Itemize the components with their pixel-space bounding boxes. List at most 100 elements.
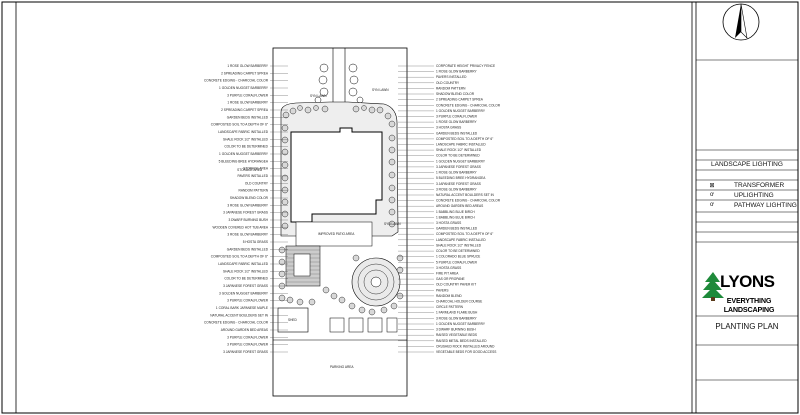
callout-label: STORAGE AREA — [243, 167, 269, 171]
callout-label: GARDEN BEDS INSTALLED — [227, 247, 269, 251]
callout-label: COMPOSTED SOIL TO A DEPTH OF 6" — [436, 137, 493, 141]
callout-label: COLOR TO BE DETERMINED — [436, 249, 480, 253]
callout-label: 1 GOLDEN NUGGET BARBERRY — [219, 86, 269, 90]
callout-label: COLOR TO BE DETERMINED — [224, 277, 268, 281]
callout-label: CONCRETE EDGING - CHARCOAL COLOR — [204, 79, 269, 83]
callout-label: 3 DWARF BURNING BUSH — [228, 218, 268, 222]
callout-label: SHADOW BLEND COLOR — [230, 196, 269, 200]
shed-label: SHED — [288, 318, 298, 322]
callout-label: 3 ROSE GLOW BARBERRY — [227, 203, 269, 207]
callout-label: COLOR TO BE DETERMINED — [224, 145, 268, 149]
callout-label: 1 GOLDEN NUGGET BARBERRY — [436, 322, 486, 326]
callout-label: 1 COLORADO BLUE SPRUCE — [436, 255, 480, 259]
callout-label: 3 HOSTA GRASS — [436, 221, 461, 225]
title-block-grid — [696, 59, 798, 381]
callout-label: COLOR TO BE DETERMINED — [436, 154, 480, 158]
callout-label: 1 ROSE GLOW BARBERRY — [436, 171, 478, 175]
callout-label: GARDEN BEDS INSTALLED — [436, 227, 478, 231]
callout-label: GAS OR PROPANE — [436, 277, 465, 281]
legend-row-pathway: ơ PATHWAY LIGHTING — [706, 200, 797, 210]
brand-tagline: EVERYTHING LANDSCAPING — [723, 296, 775, 314]
callout-label: LANDSCAPE FABRIC INSTALLED — [436, 143, 486, 147]
callout-label: 3 PURPLE CORALFLOWER — [227, 343, 269, 347]
callout-label: 3 PURPLE CORALFLOWER — [227, 299, 269, 303]
callout-label: CORPORATE HEIGHT PRIVACY FENCE — [436, 64, 495, 68]
storage-area-label: STORAGE AREA — [237, 168, 263, 172]
patio-area — [295, 221, 373, 247]
callout-label: PAVERS — [436, 288, 448, 292]
lyons-tree-logo — [702, 272, 724, 301]
callout-label: SHALE ROCK 1/2" INSTALLED — [223, 137, 269, 141]
callout-label: PAVERS INSTALLED — [238, 174, 269, 178]
callout-label: RANDOM PATTERN — [239, 189, 269, 193]
raised-vegetable-beds — [329, 317, 398, 333]
callout-label: 3 PURPLE CORALFLOWER — [227, 93, 269, 97]
callout-label: AROUND GARDEN BED AREAS — [436, 204, 483, 208]
walkway-planting — [314, 63, 364, 104]
house-footprint — [290, 127, 383, 223]
callout-label: CRUSHED ROCK INSTALLED AROUND — [436, 344, 495, 348]
lower-bed-shrubs — [278, 246, 404, 316]
callout-label: 1 BABBLING BLUE BIRCH — [436, 210, 475, 214]
callout-label: 3 HOSTA GRASS — [436, 126, 461, 130]
callout-label: 2 SPREADING CARPET SPREA — [436, 98, 484, 102]
callout-label: 3 JAPANESE FOREST GRASS — [223, 284, 268, 288]
callout-label: 1 GOLDEN NUGGET BARBERRY — [436, 109, 486, 113]
callout-label: 1 ROSE GLOW BARBERRY — [227, 64, 269, 68]
callout-label: GARDEN BEDS INSTALLED — [436, 131, 478, 135]
callout-label: SHALE ROCK 1/2" INSTALLED — [436, 244, 482, 248]
callout-label: PAVERS INSTALLED — [436, 75, 467, 79]
callout-label: SHALE ROCK 1/2" INSTALLED — [436, 148, 482, 152]
landscape-lighting-title: LANDSCAPE LIGHTING — [711, 161, 783, 168]
uplight-icon: ơ — [710, 192, 714, 198]
callout-label: 3 JAPANESE FOREST GRASS — [223, 211, 268, 215]
callout-label: 1 BABBLING BLUE BIRCH — [436, 215, 475, 219]
callout-label: SHALE ROCK 1/2" INSTALLED — [223, 269, 269, 273]
callout-label: 1 CORAL BARK JAPANESE MAPLE — [216, 306, 268, 310]
callout-label: RANDOM BLEND — [436, 294, 462, 298]
callout-label: COMPOSTED SOIL TO A DEPTH OF 6" — [211, 123, 268, 127]
north-arrow-icon — [722, 3, 760, 41]
shed — [277, 307, 309, 333]
callout-label: OLD COUNTRY PAVER KIT — [436, 283, 476, 287]
syn-lawn-label-3: SYN LAWN — [384, 222, 401, 226]
callout-label: 3 ROSE GLOW BARBERRY — [436, 187, 478, 191]
brand-name: LYONS — [720, 272, 775, 291]
pathway-light-icon: ơ — [710, 202, 714, 208]
callout-label: CONCRETE EDGING - CHARCOAL COLOR — [436, 103, 501, 107]
callout-label: 3 HOSTA GRASS — [436, 266, 461, 270]
callout-label: AROUND GARDEN BED AREAS — [221, 328, 268, 332]
legend-label: PATHWAY LIGHTING — [734, 201, 797, 209]
callout-label: COMPOSTED SOIL TO A DEPTH OF 6" — [211, 255, 268, 259]
callout-label: OLD COUNTRY — [436, 81, 460, 85]
callout-label: 3 PURPLE CORALFLOWER — [436, 115, 478, 119]
legend-label: UPLIGHTING — [734, 191, 774, 199]
patio-area-label: IMPROVED PATIO AREA — [318, 232, 355, 236]
callout-label: 1 FARMLAND FLAME BUSH — [436, 311, 478, 315]
callout-label: 1 ROSE GLOW BARBERRY — [436, 70, 478, 74]
callout-label: 3 ROSE GLOW BARBERRY — [436, 316, 478, 320]
legend-label: TRANSFORMER — [734, 181, 785, 189]
callout-label: RAISED METAL BEDS INSTALLED — [436, 339, 487, 343]
callout-label: 1 GOLDEN NUGGET BARBERRY — [436, 159, 486, 163]
callout-label: CHARCOAL HOLDER COURSE — [436, 300, 482, 304]
callout-label: NATURAL ACCENT BOULDERS SET IN — [210, 313, 268, 317]
garden-bed-shrubs — [281, 105, 396, 230]
callout-label: CIRCLE PATTERN — [436, 305, 464, 309]
fire-pit — [351, 257, 401, 307]
property-boundary — [272, 47, 408, 397]
callout-label: SHADOW BLEND COLOR — [436, 92, 475, 96]
legend-row-uplighting: ơ UPLIGHTING — [706, 190, 774, 200]
callout-label: FIRE PIT AREA — [436, 272, 459, 276]
transformer-icon: ⊠ — [709, 182, 715, 189]
callout-label: LANDSCAPE FABRIC INSTALLED — [218, 262, 268, 266]
callout-label: NATURAL ACCENT BOULDERS SET IN — [436, 193, 494, 197]
callout-label: 3 JAPANESE FOREST GRASS — [223, 350, 268, 354]
callout-label: CONCRETE EDGING - CHARCOAL COLOR — [204, 321, 269, 325]
callout-label: 5 BLEEDING BREE HYDRANGEA — [436, 176, 486, 180]
callout-label: VEGETABLE BEDS FOR GOOD ACCESS — [436, 350, 496, 354]
callout-label: 5 BLEEDING BREE HYDRANGEA — [219, 159, 269, 163]
callout-label: GARDEN BEDS INSTALLED — [227, 115, 269, 119]
